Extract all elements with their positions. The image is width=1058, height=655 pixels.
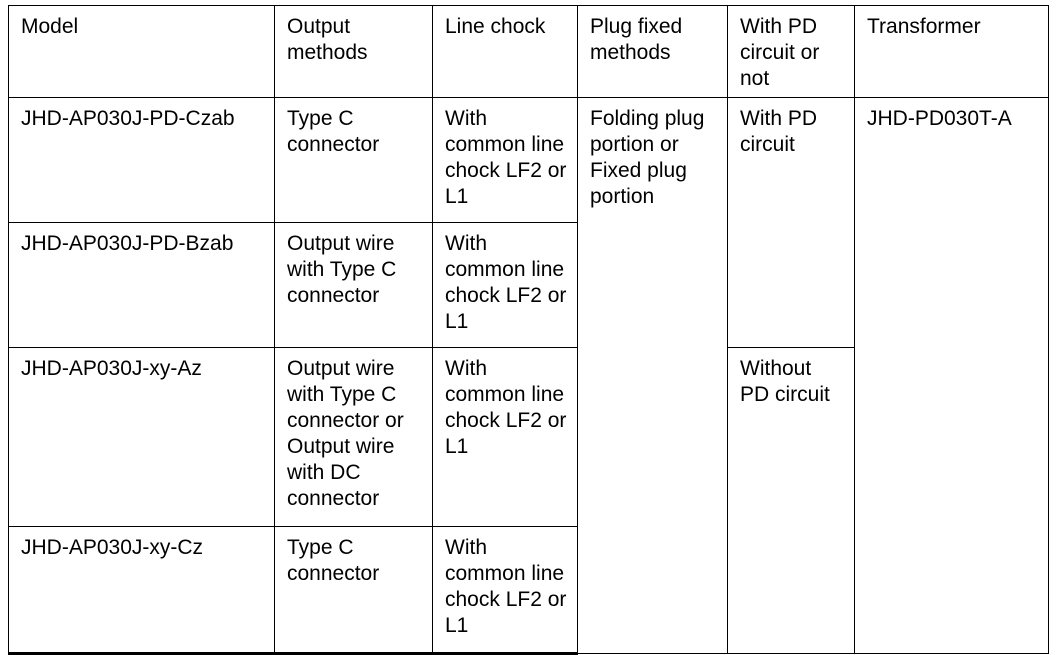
cell-model: JHD-AP030J-xy-Cz [8, 526, 275, 655]
cell-line-chock: With common line chock LF2 or L1 [432, 222, 578, 348]
cell-plug-fixed-methods: Folding plug portion or Fixed plug porti… [577, 97, 728, 654]
cell-line-chock: With common line chock LF2 or L1 [432, 97, 578, 223]
cell-line-chock: With common line chock LF2 or L1 [432, 526, 578, 655]
table-row: JHD-AP030J-xy-Cz Type C connector With c… [8, 526, 1049, 655]
cell-output: Output wire with Type C connector or Out… [274, 347, 433, 527]
table-row: JHD-AP030J-PD-Czab Type C connector With… [8, 97, 1049, 654]
column-header-model: Model [8, 5, 275, 98]
table-header-row: Model Output methods Line chock Plug fix… [8, 5, 1049, 98]
model-specification-table: Model Output methods Line chock Plug fix… [8, 5, 1049, 655]
cell-output: Type C connector [274, 97, 433, 223]
cell-transformer: JHD-PD030T-A [854, 97, 1049, 654]
cell-output: Output wire with Type C connector [274, 222, 433, 348]
column-header-transformer: Transformer [854, 5, 1049, 98]
cell-pd-with: With PD circuit [727, 97, 855, 348]
table-row: JHD-AP030J-xy-Az Output wire with Type C… [8, 347, 1049, 654]
cell-model: JHD-AP030J-PD-Czab [8, 97, 275, 223]
column-header-output: Output methods [274, 5, 433, 98]
table-row: JHD-AP030J-PD-Bzab Output wire with Type… [8, 222, 1049, 348]
cell-model: JHD-AP030J-xy-Az [8, 347, 275, 527]
column-header-line-chock: Line chock [432, 5, 578, 98]
cell-pd-without: Without PD circuit [727, 347, 855, 654]
cell-output: Type C connector [274, 526, 433, 655]
cell-line-chock: With common line chock LF2 or L1 [432, 347, 578, 527]
column-header-pd: With PD circuit or not [727, 5, 855, 98]
column-header-plug: Plug fixed methods [577, 5, 728, 98]
cell-model: JHD-AP030J-PD-Bzab [8, 222, 275, 348]
